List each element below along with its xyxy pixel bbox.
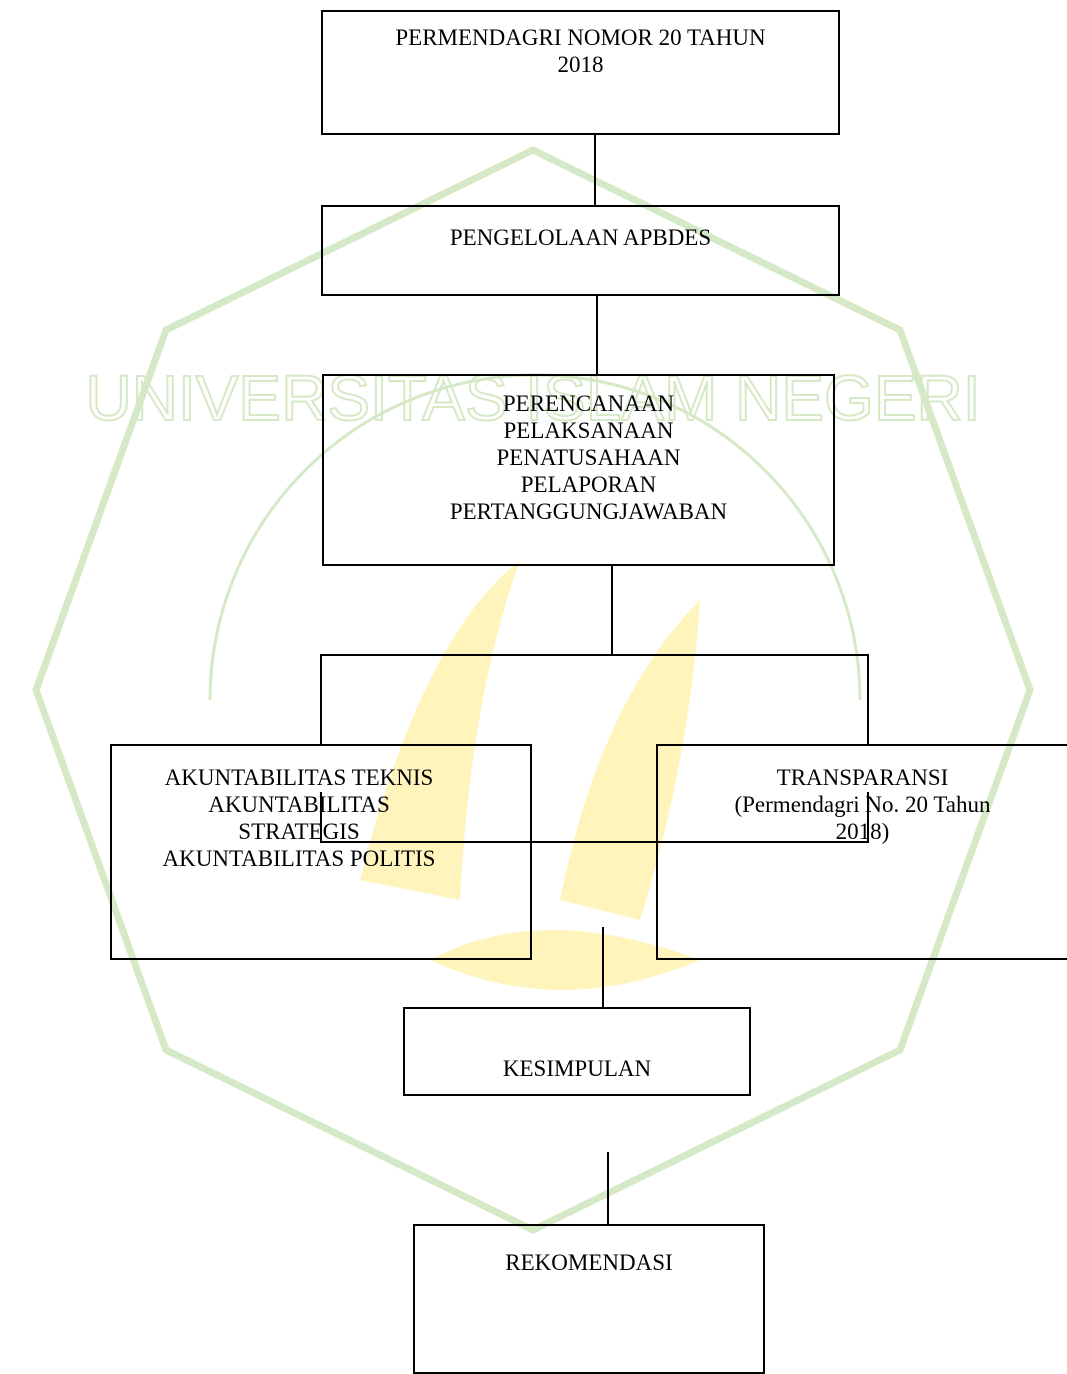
stage-reporting: PELAPORAN [520, 472, 657, 497]
join-right-rise [867, 792, 869, 843]
connector-management-stages [596, 296, 598, 376]
stages-box: PERENCANAAN PELAKSANAAN PENATUSAHAAN PEL… [322, 374, 835, 566]
branch-top-bar [320, 654, 869, 656]
regulation-line-2: 2018 [557, 52, 604, 77]
stage-administration: PENATUSAHAAN [496, 445, 681, 470]
join-left-rise [320, 792, 322, 843]
accountability-box: AKUNTABILITAS TEKNIS AKUNTABILITAS STRAT… [110, 744, 532, 960]
branch-right-drop [867, 654, 869, 744]
regulation-box: PERMENDAGRI NOMOR 20 TAHUN 2018 [321, 10, 840, 135]
connector-stages-branch [611, 566, 613, 655]
management-box: PENGELOLAAN APBDES [321, 205, 840, 296]
transparency-line-2: (Permendagri No. 20 Tahun [734, 792, 991, 817]
connector-join-conclusion [602, 927, 604, 1007]
regulation-line-1: PERMENDAGRI NOMOR 20 TAHUN [395, 25, 766, 50]
transparency-line-1: TRANSPARANSI [776, 765, 949, 790]
accountability-line-3: STRATEGIS [238, 819, 360, 844]
conclusion-label: KESIMPULAN [502, 1056, 652, 1081]
accountability-line-1: AKUNTABILITAS TEKNIS [164, 765, 434, 790]
stage-implementation: PELAKSANAAN [503, 418, 674, 443]
recommendation-box: REKOMENDASI [413, 1224, 765, 1374]
connector-conclusion-recommendation [607, 1152, 609, 1224]
join-bottom-bar [320, 841, 869, 843]
transparency-line-3: 2018) [835, 819, 890, 844]
conclusion-box: KESIMPULAN [403, 1007, 751, 1096]
stage-accountability: PERTANGGUNGJAWABAN [449, 499, 728, 524]
management-label: PENGELOLAAN APBDES [449, 225, 712, 250]
accountability-line-2: AKUNTABILITAS [208, 792, 390, 817]
transparency-box: TRANSPARANSI (Permendagri No. 20 Tahun 2… [656, 744, 1067, 960]
branch-left-drop [320, 654, 322, 744]
recommendation-label: REKOMENDASI [505, 1250, 673, 1275]
connector-regulation-management [594, 135, 596, 205]
accountability-line-4: AKUNTABILITAS POLITIS [162, 846, 436, 871]
stage-planning: PERENCANAAN [502, 391, 675, 416]
